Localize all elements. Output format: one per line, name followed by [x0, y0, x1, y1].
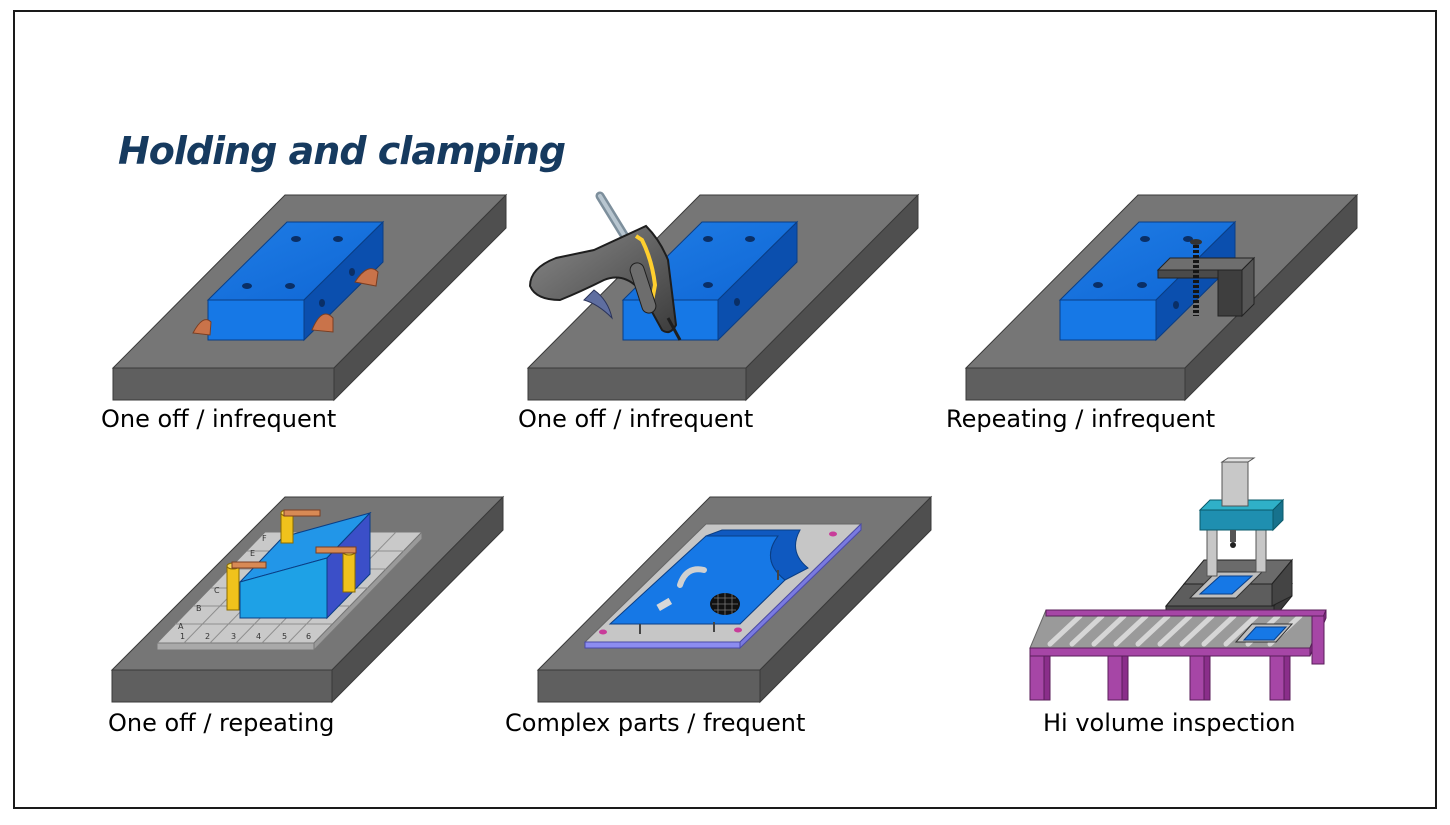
grid-column-label: 4	[256, 632, 261, 641]
clamp-arms	[231, 509, 357, 569]
panel-2-illustration	[526, 191, 920, 402]
conveyor	[1029, 609, 1327, 701]
panel-1-illustration	[111, 193, 508, 402]
caption-panel-3: Repeating / infrequent	[946, 405, 1216, 433]
grid-column-label: 5	[282, 632, 287, 641]
panel-5-illustration	[536, 495, 933, 704]
panel-3-illustration	[964, 193, 1359, 402]
gantry	[1198, 457, 1285, 577]
clamp-icon	[1156, 239, 1256, 318]
grid-column-label: 3	[231, 632, 236, 641]
caption-panel-1: One off / infrequent	[101, 405, 337, 433]
panel-6-illustration	[1029, 457, 1327, 701]
grid-row-label: B	[196, 604, 202, 613]
workpiece-block	[238, 511, 372, 620]
grid-row-label: A	[178, 622, 184, 631]
grid-row-label: E	[250, 549, 255, 558]
panel-4-illustration: A B C D E F 1 2 3 4 5 6	[110, 495, 505, 704]
slide-frame	[13, 10, 1437, 809]
machine-base	[1164, 558, 1294, 620]
grid-column-label: 2	[205, 632, 210, 641]
grid-row-label: C	[214, 586, 220, 595]
glue-gun-icon	[528, 191, 682, 341]
complex-part	[608, 529, 809, 634]
caption-panel-6: Hi volume inspection	[1043, 709, 1296, 737]
grid-column-label: 1	[180, 632, 185, 641]
grid-column-label: 6	[306, 632, 311, 641]
workpiece-block	[206, 220, 385, 342]
caption-panel-2: One off / infrequent	[518, 405, 754, 433]
glue-dots	[192, 268, 379, 336]
caption-panel-5: Complex parts / frequent	[505, 709, 806, 737]
grid-row-label: F	[262, 534, 267, 543]
slide-title: Holding and clamping	[118, 129, 566, 173]
caption-panel-4: One off / repeating	[108, 709, 335, 737]
